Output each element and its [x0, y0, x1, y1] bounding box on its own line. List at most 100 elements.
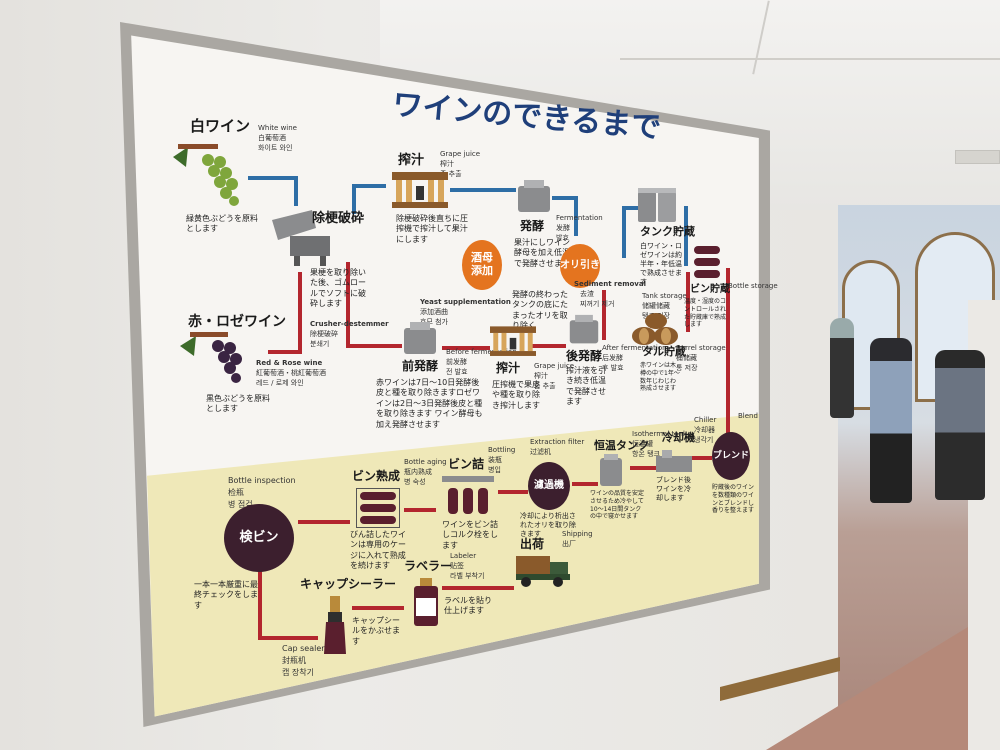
sediment-zh: 去渣 — [580, 290, 594, 298]
blend-desc: 貯蔵後のワインを数種類のワインとブレンドし香りを整えます — [712, 484, 755, 515]
pre-fermentation-tank-icon — [402, 322, 438, 360]
shipping-title: 出荷 — [520, 537, 545, 551]
capseal-ko: 캡 장착기 — [282, 668, 314, 677]
red-wine-ko: 레드 / 로제 와인 — [256, 379, 304, 387]
ferment-desc: 果汁にしワイン酵母を加え低温で発酵させます — [514, 238, 570, 268]
bottling-ko: 병입 — [488, 466, 501, 474]
yeast-en: Yeast supplementation — [420, 298, 511, 306]
chiller-icon — [656, 450, 692, 478]
red-wine-desc: 黒色ぶどうを原料とします — [206, 394, 270, 414]
blend-en: Blend — [738, 412, 758, 420]
bottle-store-en: Bottle storage — [728, 282, 778, 290]
flow-arrow-white — [248, 176, 298, 180]
destemmer-zh: 除梗破碎 — [310, 330, 338, 338]
sediment-en: Sediment removal — [574, 280, 646, 288]
labeler-desc: ラベルを貼り仕上げます — [444, 596, 492, 616]
flow-arrow-white — [450, 188, 516, 192]
aging-zh: 瓶内熟成 — [404, 468, 432, 476]
capseal-desc: キャップシールをかぶせます — [352, 616, 400, 646]
flow-arrow-red — [258, 568, 262, 640]
flow-arrow-white — [622, 206, 640, 210]
chiller-en: Chiller — [694, 416, 717, 424]
aging-ko: 병 숙성 — [404, 478, 426, 486]
flow-arrow-red — [442, 346, 490, 350]
white-grape-icon — [168, 142, 248, 216]
chiller-desc: ブレンド後ワインを冷却します — [656, 476, 691, 503]
chiller-zh: 冷却器 — [694, 426, 715, 434]
shipping-en: Shipping — [562, 530, 593, 538]
tank-zh: 储罐储藏 — [642, 302, 670, 310]
bottling-machine-icon — [442, 476, 494, 520]
red-wine-en: Red & Rose wine — [256, 359, 323, 367]
filter-desc: 冷却により析出されたオリを取り除きます — [520, 512, 576, 539]
barrel-zh: 桶储藏 — [676, 354, 697, 362]
labeler-zh: 贴签 — [450, 562, 464, 570]
ceiling-vent — [955, 150, 1000, 164]
fermentation-tank-icon — [516, 180, 552, 218]
person — [830, 318, 854, 418]
ferment-zh: 发酵 — [556, 224, 570, 232]
inspection-zh: 检瓶 — [228, 488, 244, 497]
flow-arrow-white — [622, 206, 626, 258]
flow-arrow-white — [352, 184, 356, 214]
inspection-desc: 一本一本厳重に最終チェックをします — [194, 580, 258, 610]
bottling-desc: ワインをビン詰しコルク栓をします — [442, 520, 498, 550]
yeast-addition-badge: 酒母添加 — [462, 240, 502, 290]
crusher-destemmer-icon — [272, 210, 342, 272]
destemmer-desc: 果梗を取り除いた後、ゴムロールでソフトに破砕します — [310, 268, 366, 309]
filter-label: 濾過機 — [534, 480, 564, 492]
ferment-ko: 발효 — [556, 234, 569, 242]
blend-badge: ブレンド — [712, 432, 750, 480]
labeler-ko: 라벨 부착기 — [450, 572, 485, 580]
flow-arrow-red — [572, 482, 598, 486]
after-ferment-title: 後発酵 — [566, 349, 603, 363]
sediment-removal-label: オリ引き — [560, 260, 600, 272]
flow-arrow-red — [692, 456, 712, 460]
pre-ferment-en: Before fermentation — [446, 348, 517, 356]
flow-arrow-red — [602, 290, 606, 340]
yeast-addition-label: 酒母添加 — [471, 251, 493, 277]
bottle-cage-icon — [355, 487, 401, 532]
bottle-store-title: ビン貯蔵 — [690, 284, 730, 295]
flow-arrow-white — [574, 196, 578, 236]
after-fermentation-tank-icon — [568, 314, 600, 350]
flow-arrow-red — [346, 344, 402, 348]
flow-arrow-red — [404, 508, 436, 512]
chiller-title: 冷却機 — [662, 431, 695, 444]
grape-press-icon — [490, 326, 536, 362]
filter-badge: 濾過機 — [528, 462, 570, 510]
chiller-ko: 냉각기 — [694, 436, 714, 444]
bottle-rack-icon — [694, 244, 722, 284]
iso-tank-zh: 恒温罐 — [632, 440, 653, 448]
press-mid-desc: 圧搾機で果皮や種を取り除き搾汁します — [492, 380, 540, 410]
sediment-desc: 発酵の終わったタンクの底にたまったオリを取り除く — [512, 290, 568, 331]
flow-arrow-red — [268, 350, 302, 354]
white-wine-ko: 화이트 와인 — [258, 144, 293, 152]
white-wine-zh: 白葡萄酒 — [258, 134, 286, 142]
labeler-en: Labeler — [450, 552, 477, 560]
isothermal-tank-icon — [598, 454, 624, 492]
flow-arrow-red — [726, 268, 730, 434]
press-top-zh: 榨汁 — [440, 160, 454, 168]
yeast-ko: 효모 첨가 — [420, 318, 448, 326]
pre-ferment-ko: 전 발효 — [446, 368, 468, 376]
press-top-title: 搾汁 — [398, 153, 425, 168]
after-ferment-desc: 搾汁液を引き続き低温で発酵させます — [566, 366, 606, 407]
red-grape-icon — [176, 332, 256, 396]
after-ferment-ko: 후 발효 — [602, 364, 624, 372]
capseal-en: Cap sealer — [282, 644, 325, 653]
ferment-title: 発酵 — [520, 219, 545, 233]
sediment-ko: 찌꺼기 제거 — [580, 300, 615, 308]
filter-zh: 过滤机 — [530, 448, 551, 456]
ceiling-seam — [620, 58, 1000, 60]
inspection-label: 検ビン — [239, 529, 279, 545]
cap-sealer-icon — [320, 596, 350, 658]
flow-arrow-white — [552, 196, 578, 200]
white-wine-en: White wine — [258, 124, 297, 132]
press-mid-en: Grape juice — [534, 362, 575, 370]
white-wine-desc: 緑黄色ぶどうを原料とします — [186, 214, 258, 234]
flow-arrow-red — [686, 272, 690, 332]
pre-ferment-zh: 前发酵 — [446, 358, 467, 366]
bottling-en: Bottling — [488, 446, 516, 454]
flow-arrow-red — [630, 466, 656, 470]
